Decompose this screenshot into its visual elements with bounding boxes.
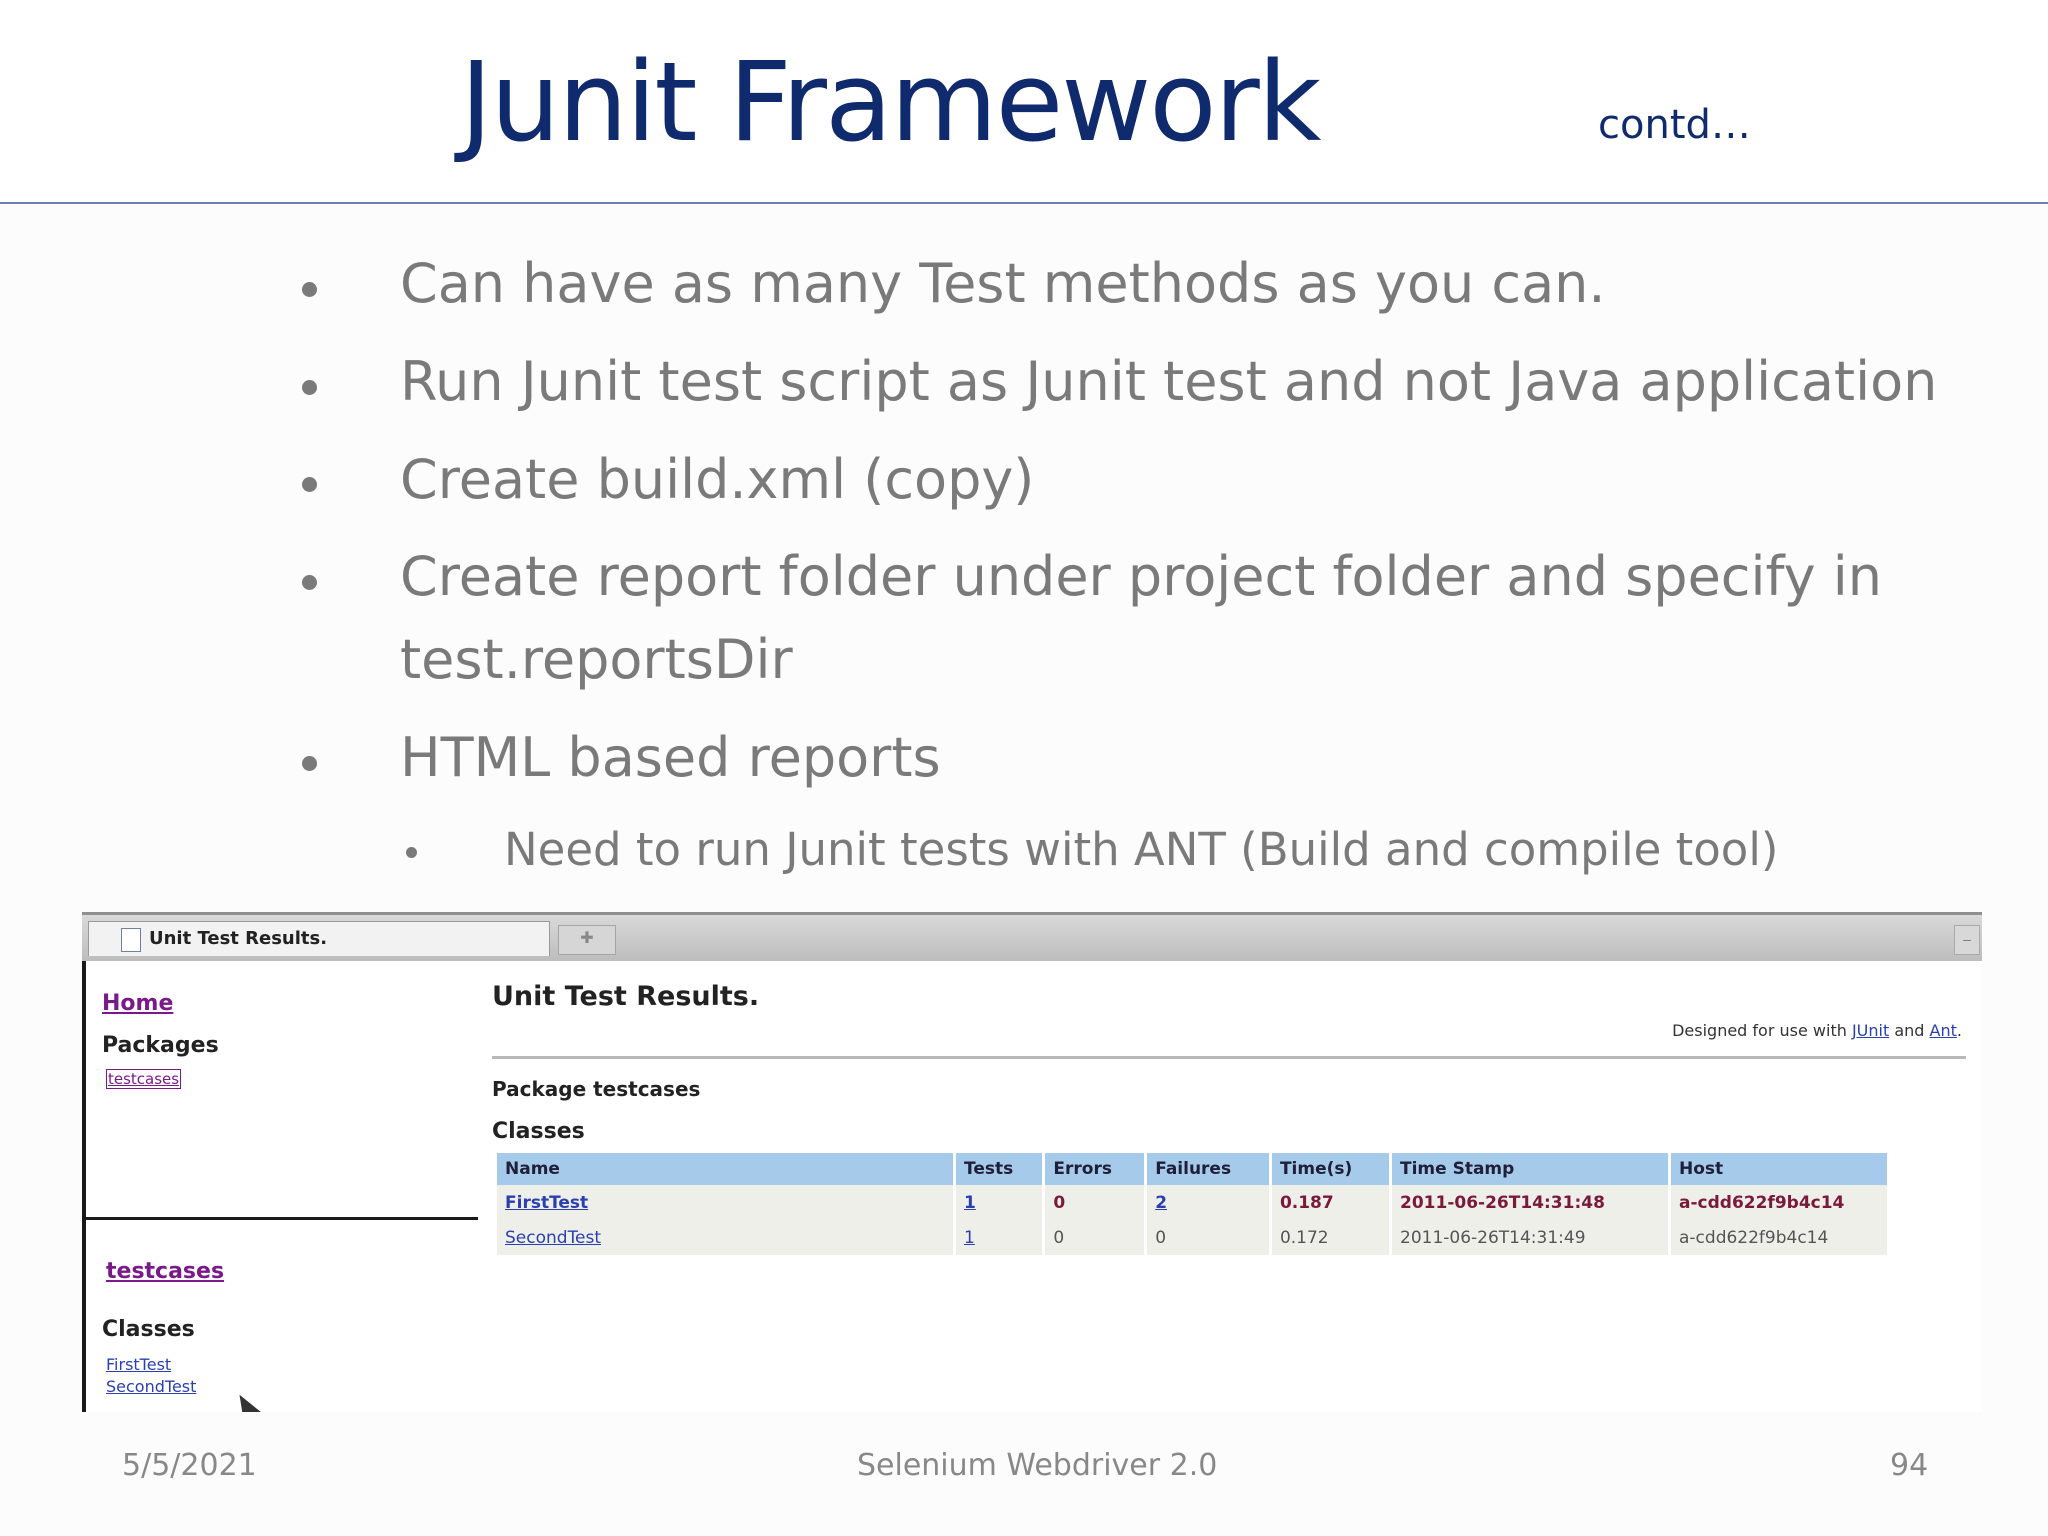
column-header: Failures: [1147, 1153, 1269, 1185]
package-link-testcases[interactable]: testcases: [106, 1069, 182, 1089]
classes-heading: Classes: [492, 1119, 585, 1144]
ant-link[interactable]: Ant: [1929, 1021, 1957, 1040]
table-header-row: Name Tests Errors Failures Time(s) Time …: [497, 1153, 1887, 1185]
left-navigation-frame: Home Packages testcases testcases Classe…: [82, 961, 482, 1412]
class-link-secondtest[interactable]: SecondTest: [106, 1377, 197, 1396]
classes-label: Classes: [102, 1317, 195, 1342]
bullet-dot: [302, 477, 317, 492]
package-title-link[interactable]: testcases: [106, 1259, 225, 1284]
column-header: Name: [497, 1153, 953, 1185]
designed-for-note: Designed for use with JUnit and Ant.: [1672, 1021, 1962, 1040]
test-link[interactable]: FirstTest: [505, 1192, 589, 1213]
package-heading: Package testcases: [492, 1077, 701, 1101]
bullet-dot: [302, 575, 317, 590]
bullet-item: HTML based reports: [400, 726, 941, 789]
designed-suffix: .: [1956, 1021, 1962, 1040]
cell-host: a-cdd622f9b4c14: [1671, 1185, 1887, 1220]
designed-and: and: [1894, 1021, 1925, 1040]
tests-count-link[interactable]: 1: [964, 1192, 976, 1213]
cell-tests: 1: [956, 1185, 1043, 1220]
cell-tests: 1: [956, 1220, 1043, 1255]
slide-title: Junit Framework: [460, 38, 1321, 166]
footer-center-text: Selenium Webdriver 2.0: [857, 1448, 1218, 1483]
test-link[interactable]: SecondTest: [505, 1227, 602, 1248]
column-header: Time Stamp: [1392, 1153, 1668, 1185]
cell-failures: 0: [1147, 1220, 1269, 1255]
results-table: Name Tests Errors Failures Time(s) Time …: [494, 1153, 1890, 1255]
cell-failures: 2: [1147, 1185, 1269, 1220]
footer-date: 5/5/2021: [122, 1448, 257, 1483]
column-header: Time(s): [1271, 1153, 1389, 1185]
bullet-item: Run Junit test script as Junit test and …: [400, 350, 1938, 413]
home-link[interactable]: Home: [102, 991, 174, 1016]
cell-host: a-cdd622f9b4c14: [1671, 1220, 1887, 1255]
page-icon: [121, 928, 141, 952]
cell-errors: 0: [1045, 1220, 1145, 1255]
bullet-dot: [302, 282, 317, 297]
tests-count-link[interactable]: 1: [964, 1227, 975, 1248]
frame-divider: [86, 1217, 478, 1220]
failures-count-link[interactable]: 2: [1155, 1192, 1168, 1213]
bullet-item-continued: test.reportsDir: [400, 628, 793, 691]
designed-prefix: Designed for use with: [1672, 1021, 1847, 1040]
junit-link[interactable]: JUnit: [1851, 1021, 1890, 1040]
bullet-item: Create report folder under project folde…: [400, 545, 1882, 608]
footer-page-number: 94: [1890, 1448, 1929, 1483]
cell-time: 0.172: [1271, 1220, 1389, 1255]
slide-subtitle: contd…: [1598, 102, 1751, 148]
tab-menu-icon[interactable]: –: [1954, 925, 1980, 955]
column-header: Host: [1671, 1153, 1887, 1185]
cell-name: FirstTest: [497, 1185, 953, 1220]
class-link-firsttest[interactable]: FirstTest: [106, 1355, 172, 1374]
table-row: FirstTest 1 0 2 0.187 2011-06-26T14:31:4…: [497, 1185, 1887, 1220]
bullet-item: Can have as many Test methods as you can…: [400, 252, 1606, 315]
bullet-dot: [302, 756, 317, 771]
report-main-frame: Unit Test Results. Designed for use with…: [478, 961, 1982, 1412]
new-tab-button[interactable]: ✚: [558, 925, 616, 955]
cell-timestamp: 2011-06-26T14:31:49: [1392, 1220, 1668, 1255]
column-header: Errors: [1045, 1153, 1145, 1185]
browser-tab[interactable]: Unit Test Results.: [88, 921, 550, 956]
title-divider: [0, 202, 2048, 204]
bullet-item: Create build.xml (copy): [400, 448, 1035, 511]
sub-bullet-dot: [406, 847, 417, 858]
packages-label: Packages: [102, 1033, 219, 1058]
table-row: SecondTest 1 0 0 0.172 2011-06-26T14:31:…: [497, 1220, 1887, 1255]
column-header: Tests: [956, 1153, 1043, 1185]
bullet-dot: [302, 380, 317, 395]
browser-tab-bar: Unit Test Results. ✚ –: [82, 912, 1982, 961]
mouse-cursor-icon: [230, 1389, 262, 1412]
sub-bullet-item: Need to run Junit tests with ANT (Build …: [504, 823, 1779, 876]
horizontal-rule: [492, 1056, 1966, 1059]
cell-timestamp: 2011-06-26T14:31:48: [1392, 1185, 1668, 1220]
cell-errors: 0: [1045, 1185, 1145, 1220]
cell-time: 0.187: [1271, 1185, 1389, 1220]
report-heading: Unit Test Results.: [492, 981, 760, 1012]
report-screenshot: Unit Test Results. ✚ – Home Packages tes…: [82, 912, 1982, 1412]
tab-title: Unit Test Results.: [149, 928, 328, 949]
cell-name: SecondTest: [497, 1220, 953, 1255]
